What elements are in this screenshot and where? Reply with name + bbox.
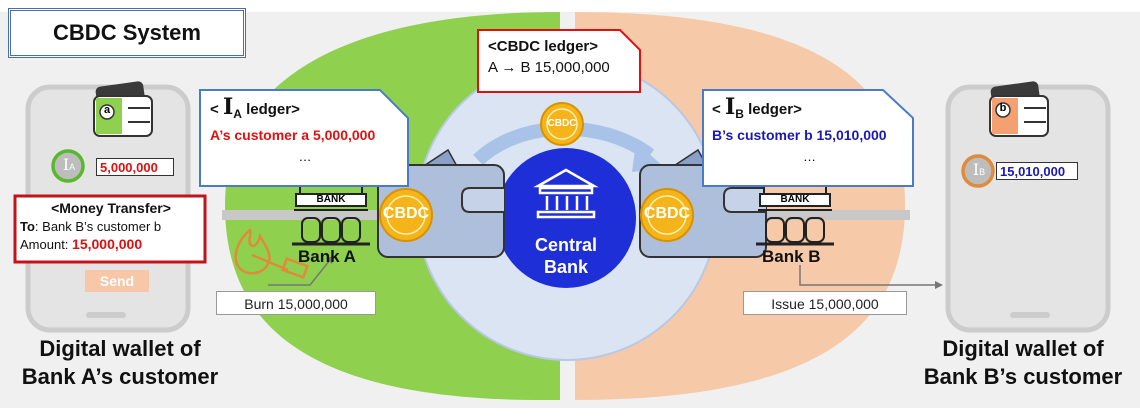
wallet-a-caption-line2: Bank A’s customer: [21, 364, 219, 389]
avatar-b-letter: b: [999, 102, 1007, 114]
amount-value[interactable]: 15,000,000: [72, 236, 143, 252]
wallet-a-caption: Digital wallet of Bank A’s customer: [10, 335, 230, 391]
burn-label: Burn 15,000,000: [216, 291, 376, 315]
ledger-a-sub: A: [233, 107, 242, 121]
id-badge-a-text: IA: [62, 155, 76, 174]
ledger-b-lt: <: [712, 101, 721, 118]
send-button[interactable]: Send: [99, 273, 135, 289]
ledger-b-entry: B’s customer b 15,010,000: [712, 127, 887, 143]
central-bank-line1: Central: [534, 235, 597, 255]
wallet-a-caption-line1: Digital wallet of: [39, 336, 201, 361]
ledger-a-entry: A’s customer a 5,000,000: [210, 127, 376, 143]
id-badge-b-text: IB: [972, 160, 986, 179]
cbdc-ledger-callout-shape: [477, 29, 641, 93]
ledger-a-lt: <: [210, 101, 219, 118]
burn-flame-icon: [234, 228, 309, 280]
ledger-a-rest: ledger>: [241, 101, 300, 118]
wallet-b-caption: Digital wallet of Bank B’s customer: [912, 335, 1134, 391]
to-value[interactable]: : Bank B’s customer b: [34, 219, 162, 234]
cbdc-ledger-title: <CBDC ledger>: [488, 38, 599, 55]
wallet-b-caption-line1: Digital wallet of: [942, 336, 1104, 361]
avatar-a-letter: a: [103, 104, 111, 116]
to-label: To: [20, 219, 35, 234]
rail-left: [222, 210, 382, 220]
ledger-a-ellipsis: …: [298, 149, 312, 164]
burn-arrow: [268, 259, 331, 286]
bank-a-sign: BANK: [316, 194, 346, 205]
ledger-b-callout-shape: [702, 89, 914, 187]
amount-label: Amount:: [20, 237, 69, 252]
money-transfer-box: [13, 194, 207, 264]
ledger-a-letter: I: [222, 94, 234, 120]
money-transfer-form: <Money Transfer> To: Bank B’s customer b…: [20, 200, 202, 252]
send-button-bg: [85, 270, 149, 292]
central-bank-line2: Bank: [543, 257, 588, 277]
ledger-a-callout: < IA ledger> A’s customer a 5,000,000 …: [210, 94, 400, 164]
bank-a-label: Bank A: [298, 247, 356, 266]
central-bank-building-icon: [533, 168, 599, 219]
cbdc-ledger-entry: A → B 15,000,000: [488, 59, 610, 76]
user-wallet-a-icon: [93, 81, 153, 137]
wallet-b-caption-line2: Bank B’s customer: [923, 364, 1123, 389]
bank-b-label: Bank B: [762, 247, 821, 266]
id-badge-a: [51, 149, 85, 183]
ledger-b-callout: < IB ledger> B’s customer b 15,010,000 …: [712, 94, 907, 164]
ledger-b-ellipsis: …: [803, 149, 816, 164]
page-title: CBDC System: [8, 8, 246, 58]
user-wallet-b-icon: [989, 81, 1049, 137]
ledger-b-rest: ledger>: [743, 101, 802, 118]
central-bank-label: Central Bank: [516, 234, 616, 278]
id-badge-b: [961, 154, 995, 188]
issue-arrow: [799, 265, 935, 286]
wallet-a-icon: [377, 148, 505, 258]
cbdc-ledger-callout: <CBDC ledger> A → B 15,000,000: [488, 38, 638, 76]
ledger-b-sub: B: [735, 107, 744, 121]
bank-b-sign: BANK: [780, 194, 810, 205]
coin-a-label: CBDC: [382, 205, 430, 222]
wallet-b-icon: [639, 148, 767, 258]
rail-right: [740, 210, 910, 220]
coin-top-label: CBDC: [547, 118, 577, 129]
ledger-b-letter: I: [724, 94, 736, 120]
wallet-a-balance: 5,000,000: [96, 158, 174, 176]
issue-label: Issue 15,000,000: [743, 291, 907, 315]
wallet-b-balance: 15,010,000: [996, 162, 1078, 180]
coin-b-label: CBDC: [643, 205, 691, 222]
money-transfer-title: <Money Transfer>: [51, 200, 171, 216]
